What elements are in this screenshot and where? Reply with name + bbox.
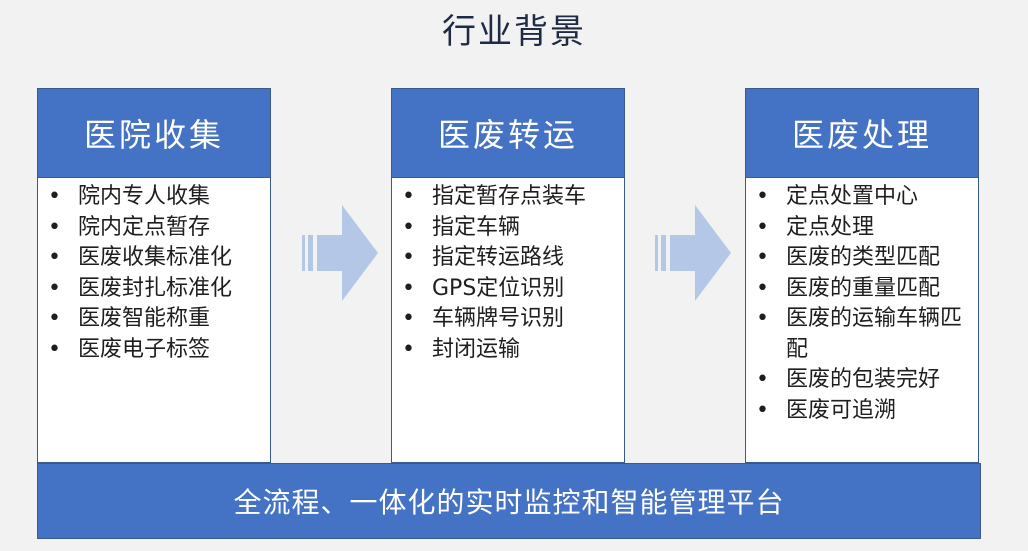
bullet-icon: •: [402, 336, 415, 362]
column-waste-transport: 医废转运 • 指定暂存点装车 • 指定车辆 • 指定转运路线 • GPS定位识别 • 车辆牌号识别…: [391, 88, 625, 463]
bullet-icon: •: [756, 214, 769, 240]
bullet-icon: •: [402, 184, 415, 209]
item-text: 院内定点暂存: [78, 214, 211, 240]
bullet-icon: •: [756, 306, 769, 331]
item-text: 医废的运输车辆匹配: [786, 306, 963, 362]
list-item: • 医废可追溯: [754, 396, 974, 427]
column-header: 医废处理: [746, 89, 978, 178]
bullet-icon: •: [48, 184, 61, 209]
list-item: • 医废的包装完好: [754, 365, 974, 396]
item-text: 医废的重量匹配: [786, 275, 941, 301]
column-header: 医院收集: [38, 89, 270, 178]
list-item: • 医废智能称重: [46, 304, 266, 335]
column-header: 医废转运: [392, 89, 624, 178]
list-item: • 医废电子标签: [46, 335, 266, 366]
list-item: • 院内专人收集: [46, 182, 266, 213]
item-text: 车辆牌号识别: [432, 306, 565, 331]
list-item: • 医废的运输车辆匹配: [754, 304, 974, 365]
bullet-icon: •: [402, 214, 415, 240]
bullet-icon: •: [402, 306, 415, 331]
bullet-icon: •: [48, 275, 61, 301]
item-list: • 指定暂存点装车 • 指定车辆 • 指定转运路线 • GPS定位识别 • 车辆牌号识别 • 封闭运输: [392, 178, 624, 365]
list-item: • 医废的类型匹配: [754, 243, 974, 274]
bullet-icon: •: [756, 184, 769, 209]
item-text: 封闭运输: [432, 336, 521, 362]
item-text: 指定车辆: [432, 214, 521, 240]
flow-arrow-icon: [302, 205, 378, 301]
list-item: • 封闭运输: [400, 335, 620, 366]
bullet-icon: •: [756, 397, 769, 423]
bullet-icon: •: [48, 336, 61, 362]
list-item: • 医废封扎标准化: [46, 274, 266, 305]
item-text: 定点处理: [786, 214, 875, 240]
list-item: • 指定转运路线: [400, 243, 620, 274]
item-text: 医废智能称重: [78, 306, 211, 331]
bullet-icon: •: [48, 306, 61, 331]
column-waste-disposal: 医废处理 • 定点处置中心 • 定点处理 • 医废的类型匹配 • 医废的重量匹配 • 医废的运输车…: [745, 88, 979, 463]
item-list: • 定点处置中心 • 定点处理 • 医废的类型匹配 • 医废的重量匹配 • 医废的运输车辆匹配 • 医…: [746, 178, 978, 426]
list-item: • 定点处理: [754, 213, 974, 244]
flow-arrow-icon: [655, 205, 731, 301]
list-item: • 定点处置中心: [754, 182, 974, 213]
bullet-icon: •: [48, 245, 61, 270]
item-text: 指定转运路线: [432, 245, 565, 270]
item-text: 医废的类型匹配: [786, 245, 941, 270]
item-text: 医废电子标签: [78, 336, 211, 362]
item-text: 医废收集标准化: [78, 245, 233, 270]
item-list: • 院内专人收集 • 院内定点暂存 • 医废收集标准化 • 医废封扎标准化 • 医废智能称重 • 医废…: [38, 178, 270, 365]
item-text: 定点处置中心: [786, 184, 919, 209]
bullet-icon: •: [402, 275, 415, 301]
list-item: • 医废的重量匹配: [754, 274, 974, 305]
list-item: • 医废收集标准化: [46, 243, 266, 274]
item-text: GPS定位识别: [432, 275, 565, 301]
list-item: • 指定车辆: [400, 213, 620, 244]
list-item: • 车辆牌号识别: [400, 304, 620, 335]
item-text: 指定暂存点装车: [432, 184, 587, 209]
item-text: 医废的包装完好: [786, 367, 941, 392]
bullet-icon: •: [48, 214, 61, 240]
column-hospital-collection: 医院收集 • 院内专人收集 • 院内定点暂存 • 医废收集标准化 • 医废封扎标准化 • 医废智能…: [37, 88, 271, 463]
bullet-icon: •: [756, 367, 769, 392]
list-item: • 院内定点暂存: [46, 213, 266, 244]
bullet-icon: •: [756, 245, 769, 270]
bullet-icon: •: [756, 275, 769, 301]
list-item: • 指定暂存点装车: [400, 182, 620, 213]
item-text: 院内专人收集: [78, 184, 211, 209]
item-text: 医废封扎标准化: [78, 275, 233, 301]
page-title: 行业背景: [442, 12, 586, 52]
list-item: • GPS定位识别: [400, 274, 620, 305]
bullet-icon: •: [402, 245, 415, 270]
item-text: 医废可追溯: [786, 397, 897, 423]
platform-banner: 全流程、一体化的实时监控和智能管理平台: [37, 463, 981, 539]
